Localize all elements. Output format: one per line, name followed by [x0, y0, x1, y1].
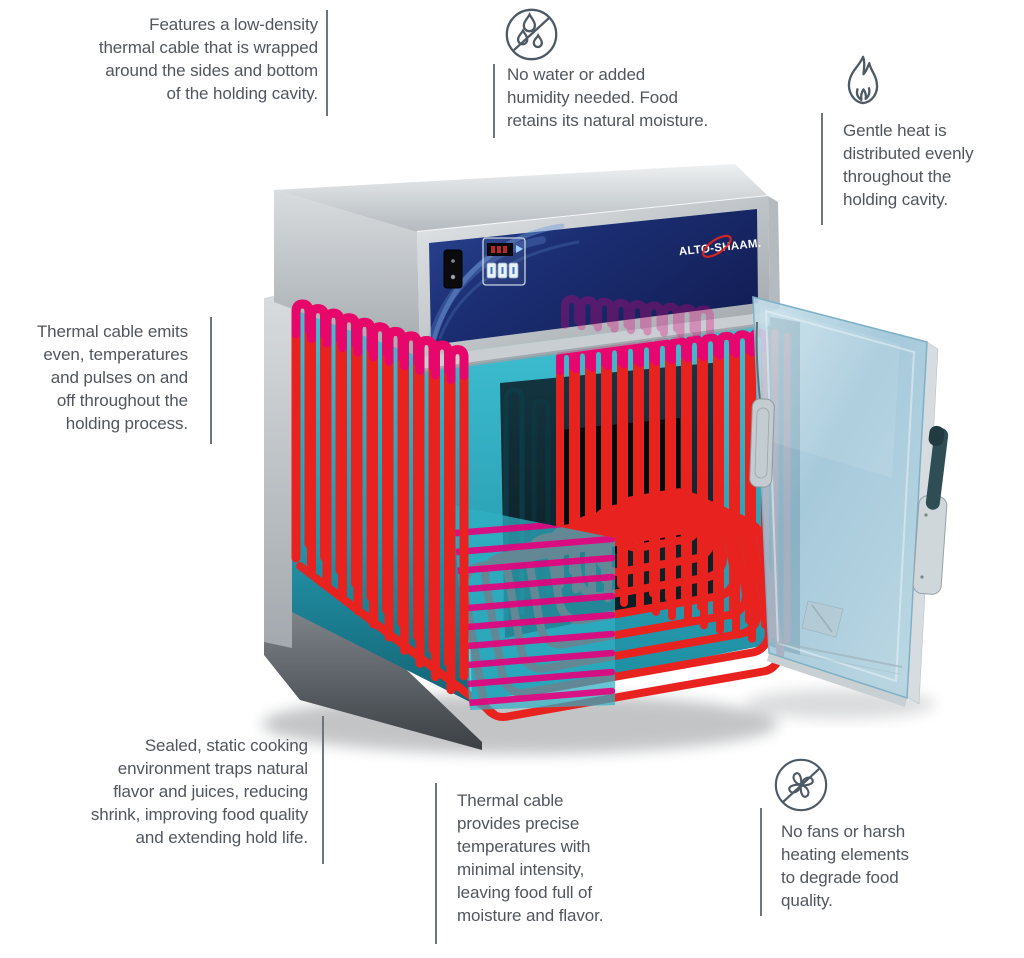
head-right-edge [768, 196, 780, 312]
divider-line [760, 808, 762, 916]
cabinet-door [749, 296, 949, 707]
cabinet-top-section: ALTO-SHAAM. [274, 164, 780, 373]
control-panel: ALTO-SHAAM. [426, 209, 762, 348]
door-handle [912, 425, 949, 595]
flame-icon [842, 53, 884, 109]
brand-logo-swoosh [702, 234, 732, 258]
callout-precise-temperatures: Thermal cable provides precise temperatu… [457, 791, 604, 925]
callout-cable-pulses: Thermal cable emits even, temperatures a… [36, 322, 188, 433]
callout-no-water: No water or added humidity needed. Food … [507, 65, 709, 130]
floor-cut-edge [452, 505, 615, 710]
divider-line [493, 64, 495, 138]
callout-no-fans: No fans or harsh heating elements to deg… [781, 822, 909, 910]
cabinet-left-shell [264, 292, 292, 648]
callout-thermal-cable-wrap: Features a low-density thermal cable tha… [98, 15, 318, 103]
callout-gentle-heat: Gentle heat is distributed evenly throug… [843, 121, 974, 209]
control-buttons [486, 262, 519, 279]
divider-line [322, 716, 324, 864]
door-bottom-edge [767, 653, 907, 707]
divider-line [821, 113, 823, 225]
door-emboss [769, 600, 903, 675]
door-hinge-bracket [749, 321, 775, 488]
power-switch [443, 249, 463, 289]
door-glass [752, 296, 928, 700]
divider-line [326, 10, 328, 116]
callout-sealed-environment: Sealed, static cooking environment traps… [90, 736, 308, 847]
no-water-icon [503, 6, 560, 63]
cable-watermark [561, 294, 714, 340]
divider-line [435, 783, 437, 944]
thermal-cable-left-wall [291, 299, 469, 695]
no-fan-icon [772, 756, 830, 814]
door-inner-frame [764, 309, 916, 683]
divider-line [210, 317, 212, 444]
inner-wall-cable-outline [503, 387, 551, 628]
bottom-trim [420, 312, 770, 371]
top-face [274, 164, 768, 232]
display-indicator-icon [516, 245, 523, 253]
control-display [482, 237, 526, 286]
